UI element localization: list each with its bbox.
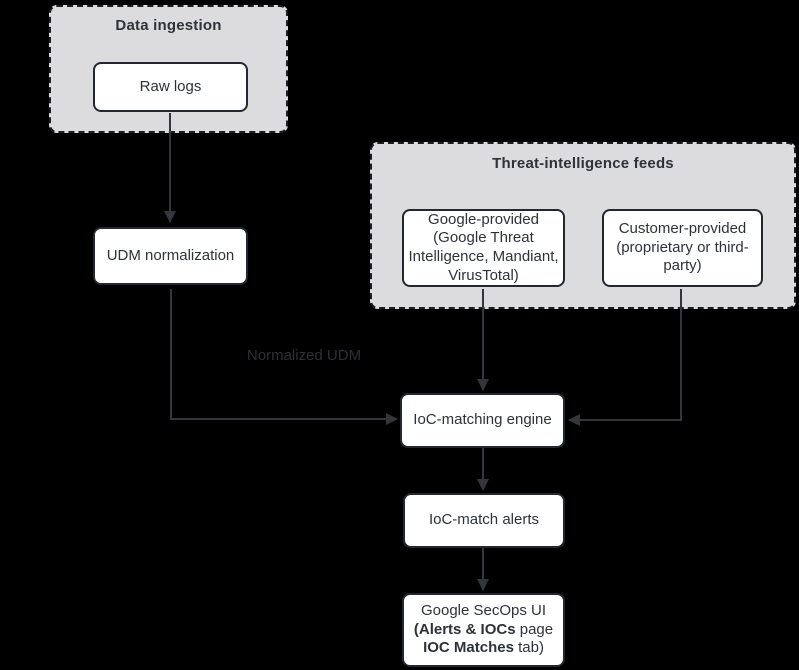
node-udm-normalization: UDM normalization — [93, 227, 248, 285]
node-ioc-matching-engine: IoC-matching engine — [400, 393, 565, 448]
group-threat-intelligence-feeds-title: Threat-intelligence feeds — [492, 155, 674, 172]
node-raw-logs: Raw logs — [93, 62, 248, 112]
edge-label-normalized-udm: Normalized UDM — [246, 347, 362, 364]
group-data-ingestion-title: Data ingestion — [115, 17, 222, 34]
node-ioc-match-alerts: IoC-match alerts — [403, 493, 565, 548]
node-google-provided-feed: Google-provided (Google Threat Intellige… — [402, 209, 565, 287]
arrow-udm-to-engine — [170, 289, 398, 425]
arrow-customer-to-engine — [568, 289, 682, 426]
node-customer-provided-feed: Customer-provided (proprietary or third-… — [602, 209, 763, 287]
